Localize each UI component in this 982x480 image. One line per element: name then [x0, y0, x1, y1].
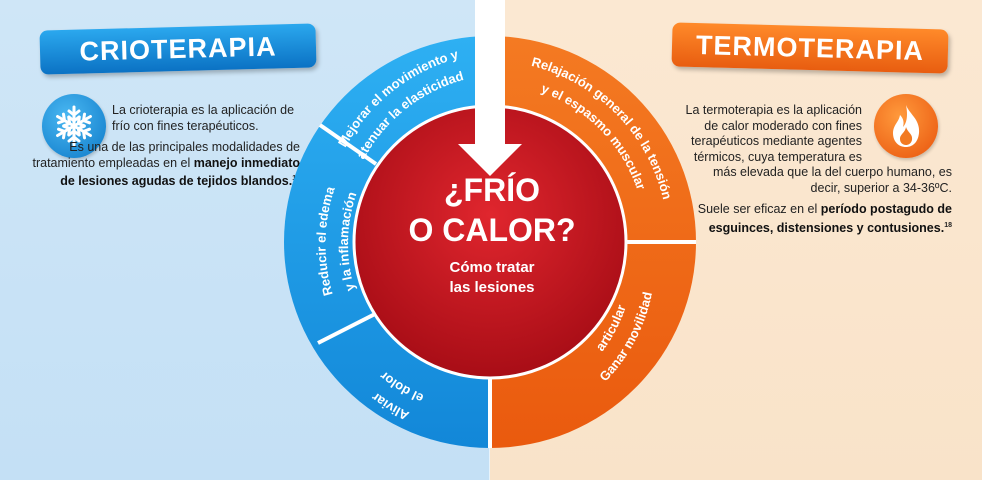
termoterapia-reference: 18: [944, 221, 952, 229]
flame-icon: [874, 94, 938, 158]
subtitle-line2: las lesiones: [449, 279, 535, 296]
center-title: ¿FRÍO O CALOR? Cómo tratar las lesiones: [360, 170, 624, 298]
question-line1: ¿FRÍO: [444, 172, 540, 208]
termoterapia-definition-cont: más elevada que la del cuerpo humano, es…: [712, 165, 952, 195]
crioterapia-usage: Es una de las principales modalidades de…: [32, 140, 301, 189]
termoterapia-usage-bold: período postagudo de esguinces, distensi…: [708, 202, 952, 235]
down-arrow-icon: [458, 0, 522, 176]
subtitle-line1: Cómo tratar: [449, 259, 535, 276]
question-line2: O CALOR?: [408, 212, 576, 248]
crioterapia-usage-bold: manejo inmediato de lesiones agudas de t…: [60, 155, 300, 189]
termoterapia-description: La termoterapia es la aplicación de calo…: [680, 103, 953, 242]
crioterapia-description: La crioterapia es la aplicación de frío …: [20, 103, 301, 196]
termoterapia-usage: Suele ser eficaz en el período postagudo…: [697, 202, 952, 235]
crioterapia-definition: La crioterapia es la aplicación de frío …: [112, 103, 295, 133]
snowflake-icon: [42, 94, 106, 158]
termoterapia-definition: La termoterapia es la aplicación de calo…: [685, 103, 863, 164]
